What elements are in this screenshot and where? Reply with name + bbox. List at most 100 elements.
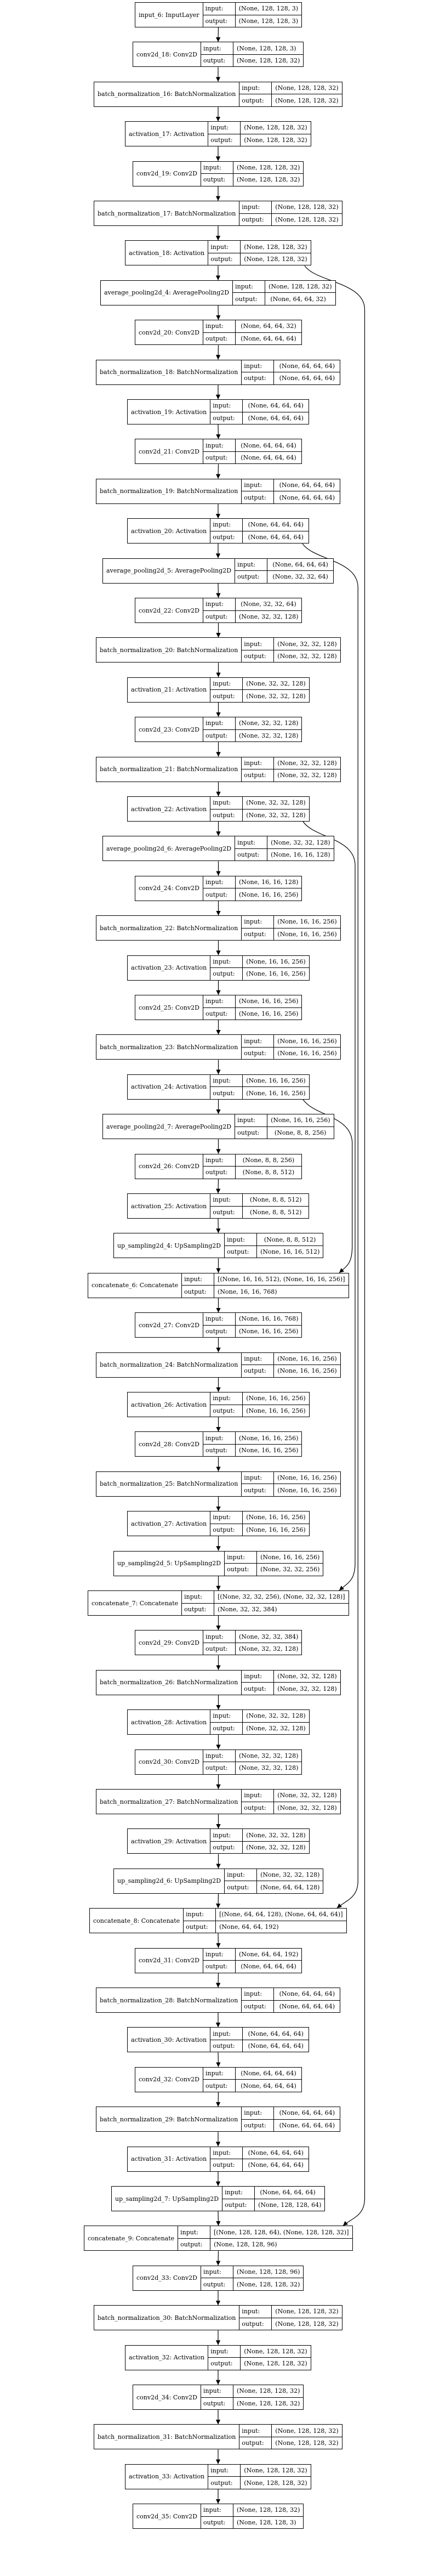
input-shape: (None, 32, 32, 128) <box>277 1673 337 1680</box>
layer-label: activation_24: Activation <box>128 1074 211 1099</box>
layer-input-row: input:(None, 128, 128, 32) <box>208 2345 310 2358</box>
output-shape: (None, 128, 128, 96) <box>214 2241 277 2249</box>
input-shape: (None, 128, 128, 32) <box>275 203 339 211</box>
layer-input-row: input:(None, 128, 128, 32) <box>233 280 335 293</box>
layer-label: activation_28: Activation <box>128 1710 211 1735</box>
layer-label: batch_normalization_29: BatchNormalizati… <box>96 2107 242 2132</box>
input-key: input: <box>210 519 243 531</box>
layer-io-table: input:(None, 32, 32, 128)output:(None, 3… <box>242 638 340 663</box>
layer-io-table: input:(None, 128, 128, 32)output:(None, … <box>233 280 335 305</box>
layer-output-row: output:(None, 32, 32, 128) <box>203 1642 302 1655</box>
layer-output-row: output:(None, 128, 128, 32) <box>239 2436 342 2449</box>
layer-output-row: output:(None, 32, 32, 256) <box>225 1563 323 1576</box>
layer-io-table: input:(None, 64, 64, 64)output:(None, 64… <box>210 400 309 424</box>
input-key: input: <box>203 995 236 1007</box>
input-shape: (None, 16, 16, 256) <box>277 918 337 926</box>
layer-node: batch_normalization_22: BatchNormalizati… <box>96 915 341 941</box>
layer-label: conv2d_33: Conv2D <box>133 2266 201 2290</box>
input-key: input: <box>201 2385 233 2397</box>
input-key: input: <box>210 797 243 809</box>
layer-node: batch_normalization_24: BatchNormalizati… <box>96 1352 341 1378</box>
input-shape: (None, 32, 32, 128) <box>260 1871 320 1879</box>
output-shape: (None, 16, 16, 256) <box>246 970 306 978</box>
input-key: input: <box>242 757 275 769</box>
output-shape: (None, 16, 16, 128) <box>271 851 330 859</box>
layer-io-table: input:(None, 16, 16, 256)output:(None, 1… <box>210 1074 309 1099</box>
input-key: input: <box>203 598 236 610</box>
layer-io-table: input:(None, 16, 16, 256)output:(None, 1… <box>203 1432 302 1457</box>
layer-output-row: output:(None, 16, 16, 128) <box>235 848 334 861</box>
layer-io-table: input:(None, 128, 128, 32)output:(None, … <box>208 2464 311 2489</box>
input-shape: (None, 64, 64, 64) <box>279 482 335 489</box>
output-key: output: <box>235 848 268 861</box>
input-key: input: <box>203 320 236 332</box>
connection-arrow <box>215 1973 221 1988</box>
output-key: output: <box>242 650 275 663</box>
layer-output-row: output:(None, 64, 64, 64) <box>210 530 309 543</box>
layer-io-table: input:[(None, 32, 32, 256), (None, 32, 3… <box>182 1591 349 1615</box>
layer-node: batch_normalization_25: BatchNormalizati… <box>96 1471 341 1497</box>
layer-label: input_6: InputLayer <box>135 3 203 27</box>
input-shape: (None, 32, 32, 128) <box>246 1712 306 1720</box>
output-shape: (None, 32, 32, 128) <box>277 772 337 779</box>
layer-input-row: input:(None, 128, 128, 3) <box>203 3 301 15</box>
input-shape: (None, 32, 32, 128) <box>246 1831 306 1839</box>
layer-io-table: input:(None, 128, 128, 3)output:(None, 1… <box>203 3 302 27</box>
input-key: input: <box>201 161 233 174</box>
layer-input-row: input:(None, 32, 32, 384) <box>203 1630 301 1643</box>
layer-input-row: input:(None, 64, 64, 64) <box>210 519 309 531</box>
layer-io-table: input:(None, 16, 16, 256)output:(None, 1… <box>210 1392 309 1417</box>
layer-input-row: input:(None, 64, 64, 64) <box>242 479 340 491</box>
layer-io-table: input:[(None, 64, 64, 128), (None, 64, 6… <box>184 1909 346 1933</box>
input-key: input: <box>242 1035 275 1047</box>
output-shape: (None, 32, 32, 64) <box>272 573 328 581</box>
layer-io-table: input:(None, 16, 16, 256)output:(None, 1… <box>203 995 302 1020</box>
output-shape: (None, 128, 128, 32) <box>236 57 300 65</box>
output-key: output: <box>203 451 236 464</box>
layer-label: batch_normalization_23: BatchNormalizati… <box>96 1035 242 1060</box>
input-key: input: <box>208 2345 241 2358</box>
output-key: output: <box>210 1206 243 1218</box>
input-key: input: <box>210 955 243 968</box>
input-shape: (None, 32, 32, 128) <box>246 799 306 807</box>
output-key: output: <box>203 1444 236 1457</box>
layer-label: batch_normalization_24: BatchNormalizati… <box>96 1352 242 1377</box>
output-key: output: <box>201 174 233 186</box>
layer-input-row: input:(None, 128, 128, 32) <box>201 161 303 174</box>
layer-label: conv2d_22: Conv2D <box>135 598 203 622</box>
input-shape: (None, 128, 128, 3) <box>236 44 296 52</box>
output-shape: (None, 64, 64, 32) <box>270 295 326 303</box>
input-key: input: <box>203 876 236 888</box>
output-shape: (None, 128, 128, 32) <box>244 256 307 263</box>
output-key: output: <box>182 1286 215 1298</box>
input-shape: (None, 128, 128, 32) <box>269 283 332 291</box>
layer-input-row: input:(None, 128, 128, 96) <box>201 2266 303 2278</box>
output-key: output: <box>203 1167 236 1179</box>
layer-input-row: input:(None, 32, 32, 128) <box>203 1750 301 1762</box>
input-shape: [(None, 128, 128, 64), (None, 128, 128, … <box>214 2228 349 2236</box>
layer-output-row: output:(None, 32, 32, 128) <box>210 1841 309 1854</box>
input-key: input: <box>208 2464 241 2477</box>
layer-node: batch_normalization_19: BatchNormalizati… <box>96 478 341 504</box>
output-key: output: <box>203 332 236 345</box>
input-shape: (None, 128, 128, 32) <box>275 84 339 92</box>
output-key: output: <box>201 2278 233 2290</box>
layer-input-row: input:[(None, 128, 128, 64), (None, 128,… <box>178 2226 352 2238</box>
connection-arrow <box>215 2092 221 2107</box>
layer-output-row: output:(None, 128, 128, 32) <box>201 2278 304 2290</box>
output-key: output: <box>203 1643 236 1655</box>
layer-input-row: input:(None, 16, 16, 256) <box>210 1074 309 1087</box>
layer-label: concatenate_9: Concatenate <box>84 2226 179 2251</box>
output-shape: (None, 32, 32, 128) <box>277 1685 337 1692</box>
layer-io-table: input:(None, 64, 64, 64)output:(None, 64… <box>203 439 301 464</box>
